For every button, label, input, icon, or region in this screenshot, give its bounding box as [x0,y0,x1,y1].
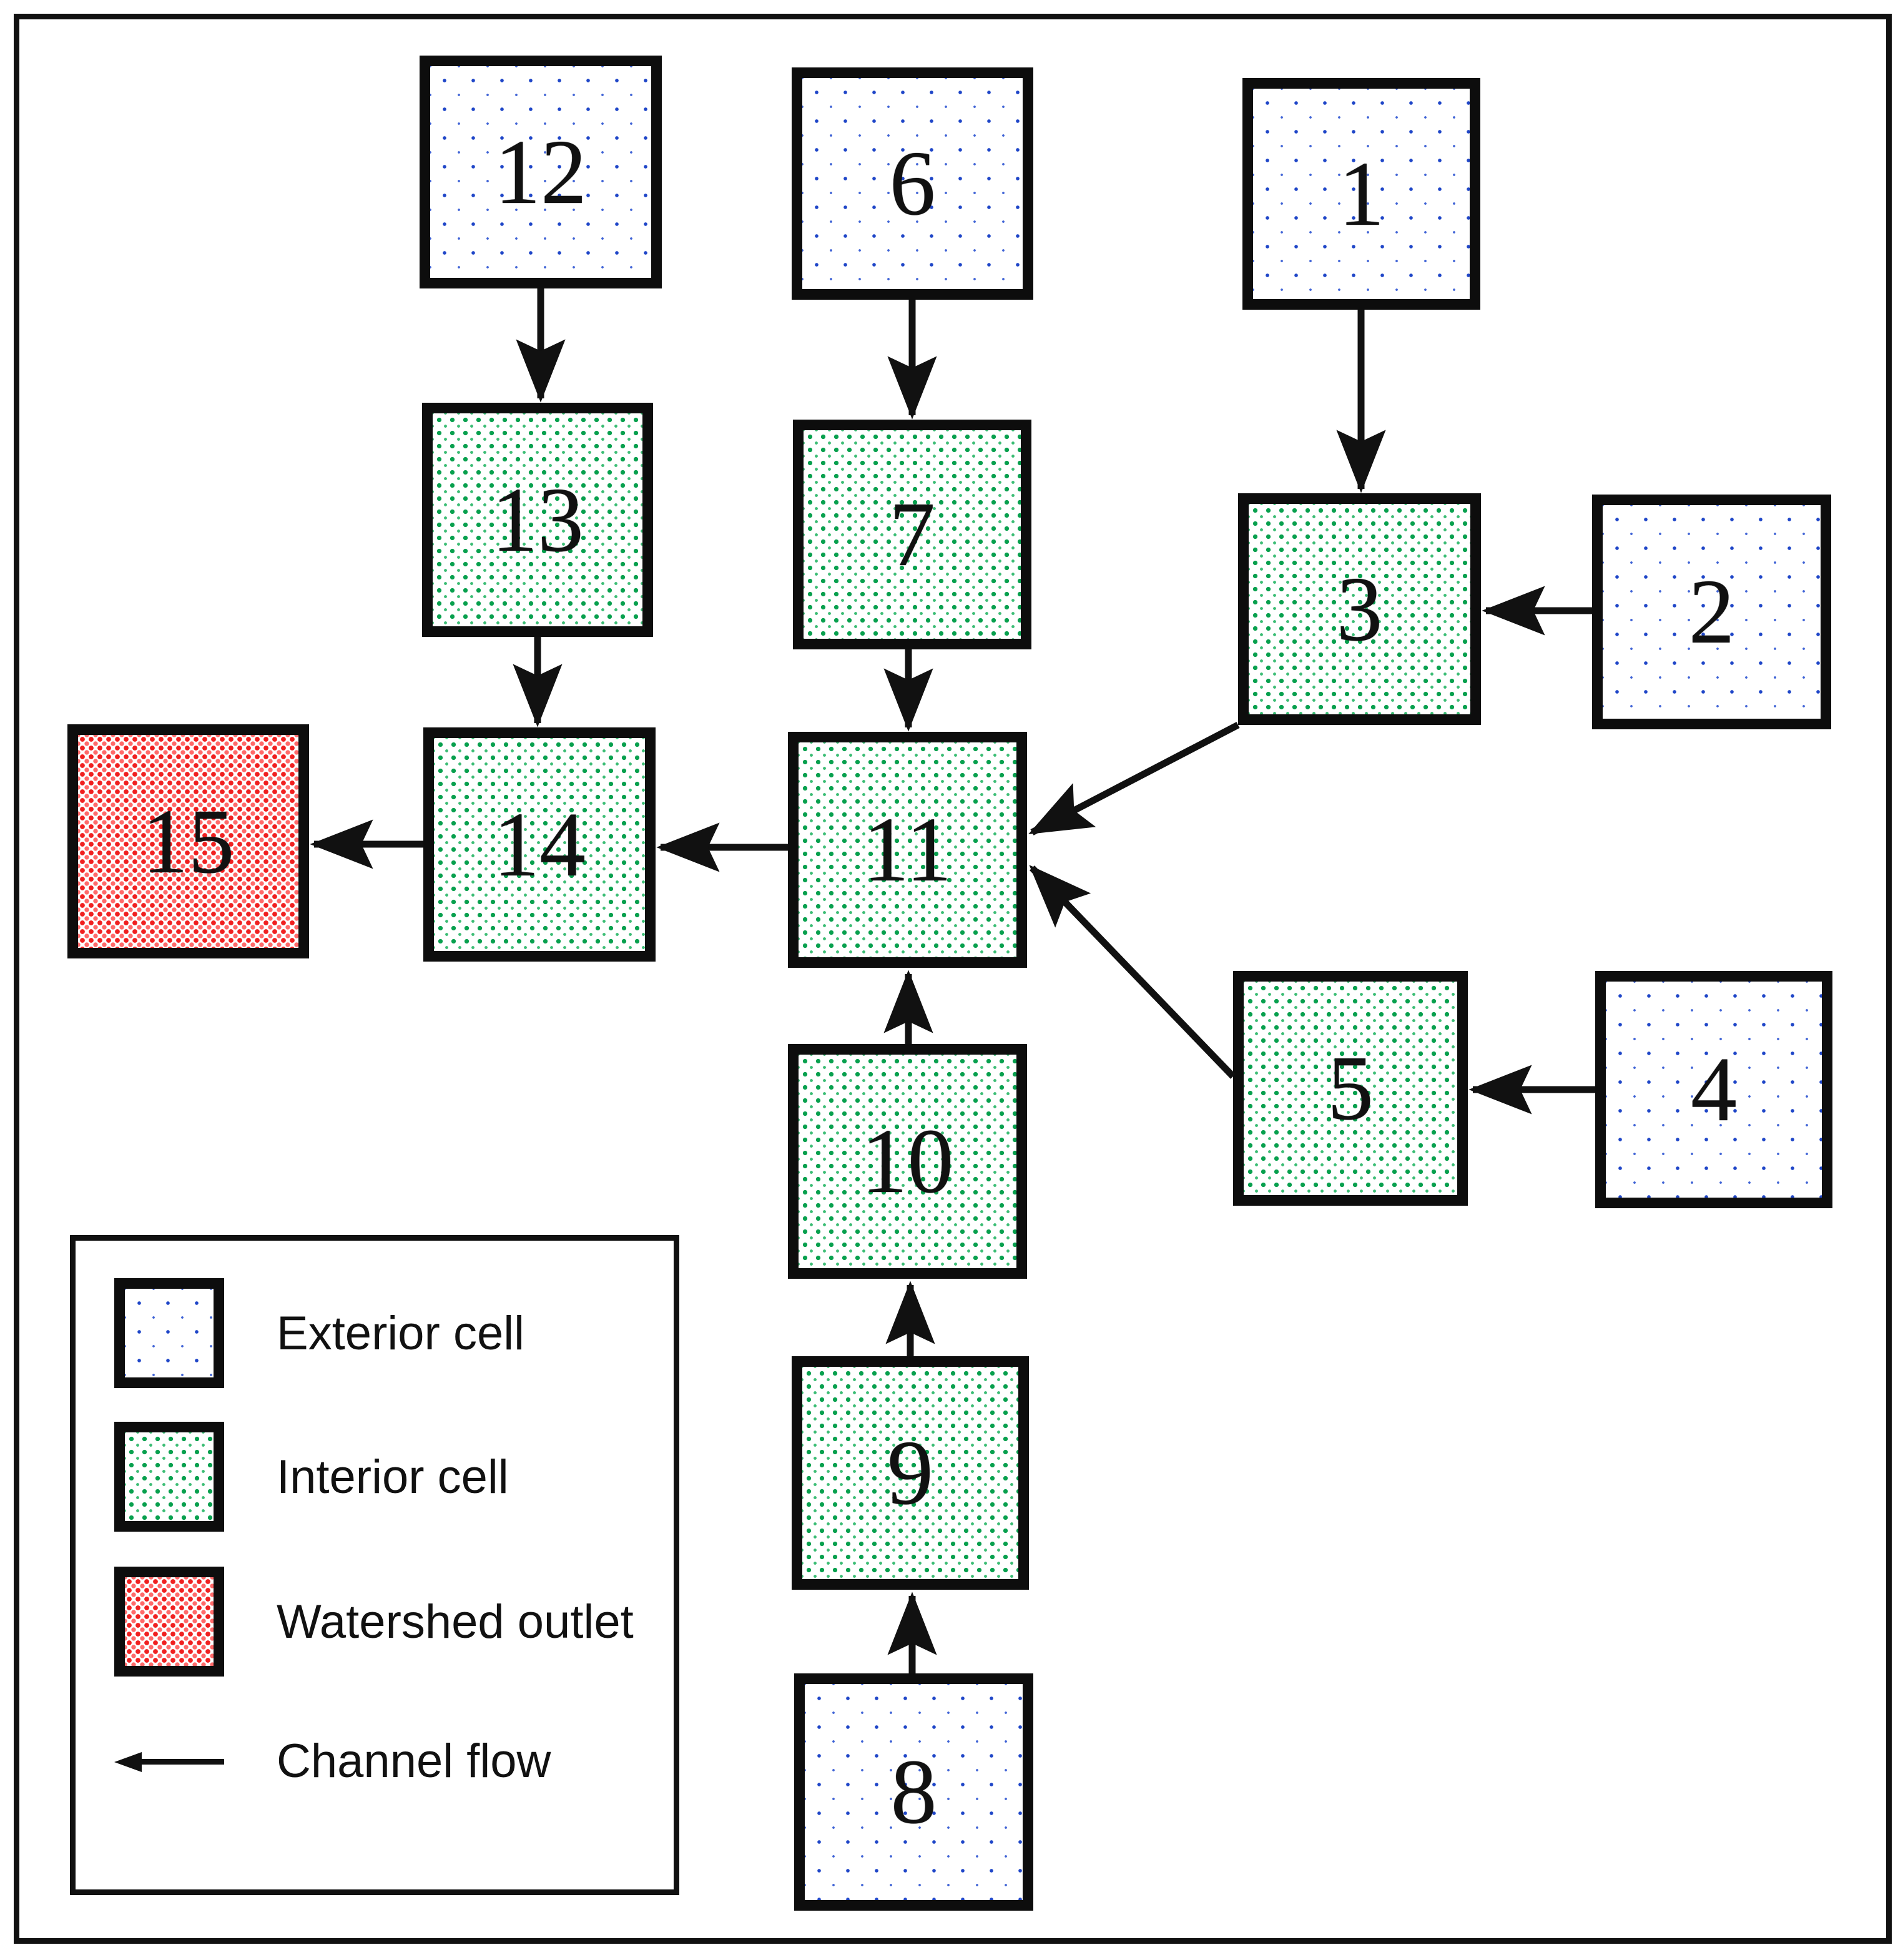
legend-label-interior-cell: Interior cell [277,1450,509,1504]
cell-label-1: 1 [1338,142,1385,245]
cell-label-13: 13 [491,468,584,571]
legend-item-exterior: Exterior cell [76,1278,674,1388]
cell-box-12[interactable]: 12 [420,56,662,288]
legend-label-exterior-cell: Exterior cell [277,1306,524,1360]
legend-item-outlet: Watershed outlet [76,1567,674,1677]
cell-box-14[interactable]: 14 [423,727,656,962]
cell-label-4: 4 [1691,1038,1737,1141]
cell-label-12: 12 [494,121,587,224]
legend-item-interior: Interior cell [76,1422,674,1532]
legend-arrow-left-icon [114,1751,224,1772]
legend-panel: Exterior cell Interior cell Watershed ou… [70,1235,679,1895]
arrow-shaft [135,1758,224,1765]
legend-swatch-exterior-cell [114,1278,224,1388]
cell-label-6: 6 [889,132,936,235]
flow-arrow-3-to-11 [1028,722,1240,835]
cell-box-6[interactable]: 6 [792,67,1033,300]
cell-box-2[interactable]: 2 [1592,495,1831,729]
cell-box-5[interactable]: 5 [1233,971,1468,1206]
cell-box-13[interactable]: 13 [422,403,653,637]
arrow-head [114,1751,142,1772]
cell-box-10[interactable]: 10 [788,1044,1027,1279]
cell-label-11: 11 [863,799,952,901]
legend-label-watershed-outlet: Watershed outlet [277,1595,634,1648]
flow-arrow-5-to-11 [1029,865,1236,1079]
cell-box-3[interactable]: 3 [1238,493,1481,725]
legend-swatch-watershed-outlet [114,1567,224,1677]
cell-label-14: 14 [493,793,586,896]
cell-box-11[interactable]: 11 [788,732,1027,968]
cell-label-7: 7 [889,483,935,586]
cell-box-7[interactable]: 7 [793,420,1031,649]
cell-label-10: 10 [861,1110,954,1213]
cell-label-8: 8 [890,1741,937,1843]
legend-label-channel-flow: Channel flow [277,1735,551,1788]
cell-box-1[interactable]: 1 [1242,78,1480,310]
cell-label-5: 5 [1327,1037,1374,1140]
cell-label-3: 3 [1336,558,1383,661]
cell-box-15[interactable]: 15 [67,724,309,958]
cell-box-4[interactable]: 4 [1595,971,1832,1208]
legend-swatch-interior-cell [114,1422,224,1532]
cell-label-15: 15 [142,790,235,893]
cell-label-9: 9 [887,1422,933,1524]
cell-label-2: 2 [1688,561,1735,663]
cell-box-9[interactable]: 9 [792,1356,1029,1590]
legend-item-channel-flow: Channel flow [76,1734,674,1788]
cell-box-8[interactable]: 8 [794,1673,1033,1911]
